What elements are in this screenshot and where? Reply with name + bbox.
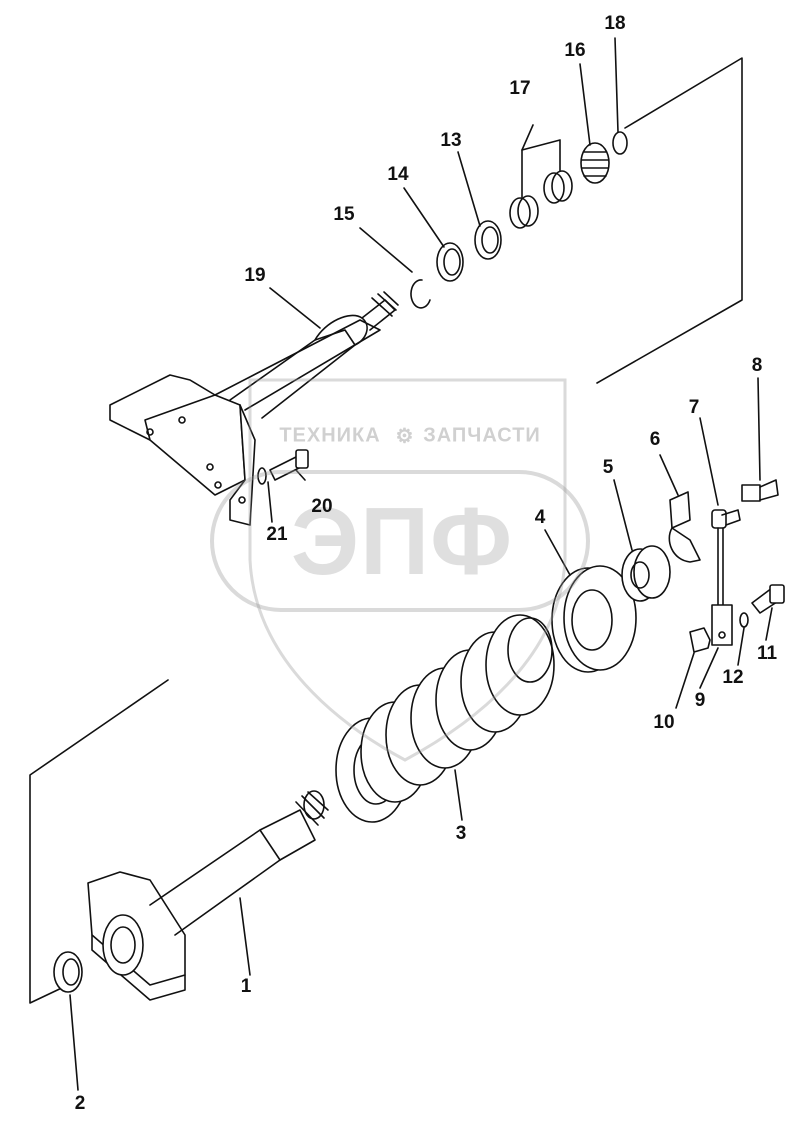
part-13-gear-ring <box>474 220 502 260</box>
part-6-lock-plate <box>668 491 701 563</box>
part-4-spring-seat <box>551 565 637 673</box>
watermark-logo-text: ЭПФ <box>290 488 514 595</box>
watermark-right-text: ЗАПЧАСТИ <box>423 424 541 447</box>
part-15-snap-ring <box>410 279 431 309</box>
part-label-3: 3 <box>455 823 467 844</box>
part-label-20: 20 <box>311 496 333 517</box>
part-7-grease-fitting <box>711 509 741 529</box>
watermark-logo <box>210 378 590 762</box>
part-14-ring <box>436 242 464 282</box>
part-1-lower-rod <box>87 790 329 1001</box>
part-label-1: 1 <box>240 976 252 997</box>
part-label-2: 2 <box>74 1093 86 1114</box>
part-label-4: 4 <box>534 507 546 528</box>
part-label-9: 9 <box>694 690 706 711</box>
frame-line-lower <box>29 679 169 1004</box>
part-5-nut <box>621 545 671 602</box>
part-18-ring <box>612 131 628 155</box>
part-label-16: 16 <box>564 40 586 61</box>
watermark-left-text: ТЕХНИКА <box>279 424 381 447</box>
part-label-18: 18 <box>604 13 626 34</box>
part-label-17: 17 <box>509 78 531 99</box>
part-11-bolt <box>751 584 785 614</box>
part-16-seal <box>580 142 610 184</box>
part-12-washer <box>739 612 749 628</box>
part-17-bushings <box>509 124 573 229</box>
part-label-12: 12 <box>722 667 744 688</box>
part-20-bolt <box>269 449 309 481</box>
part-2-bushing <box>53 951 83 993</box>
part-label-5: 5 <box>602 457 614 478</box>
part-label-21: 21 <box>266 524 288 545</box>
part-9-plate <box>711 604 733 646</box>
frame-line-upper <box>596 57 743 384</box>
part-19-upper-rod <box>109 291 399 526</box>
part-3-spring <box>335 614 555 823</box>
part-label-10: 10 <box>653 712 675 733</box>
part-8-fitting <box>741 479 779 502</box>
part-label-11: 11 <box>756 643 778 664</box>
part-label-15: 15 <box>333 204 355 225</box>
part-label-8: 8 <box>751 355 763 376</box>
part-21-washer <box>257 467 267 485</box>
part-label-13: 13 <box>440 130 462 151</box>
part-label-6: 6 <box>649 429 661 450</box>
part-10-block <box>689 627 711 653</box>
gear-icon: ⚙ <box>395 425 415 448</box>
part-label-19: 19 <box>244 265 266 286</box>
part-label-7: 7 <box>688 397 700 418</box>
part-label-14: 14 <box>387 164 409 185</box>
